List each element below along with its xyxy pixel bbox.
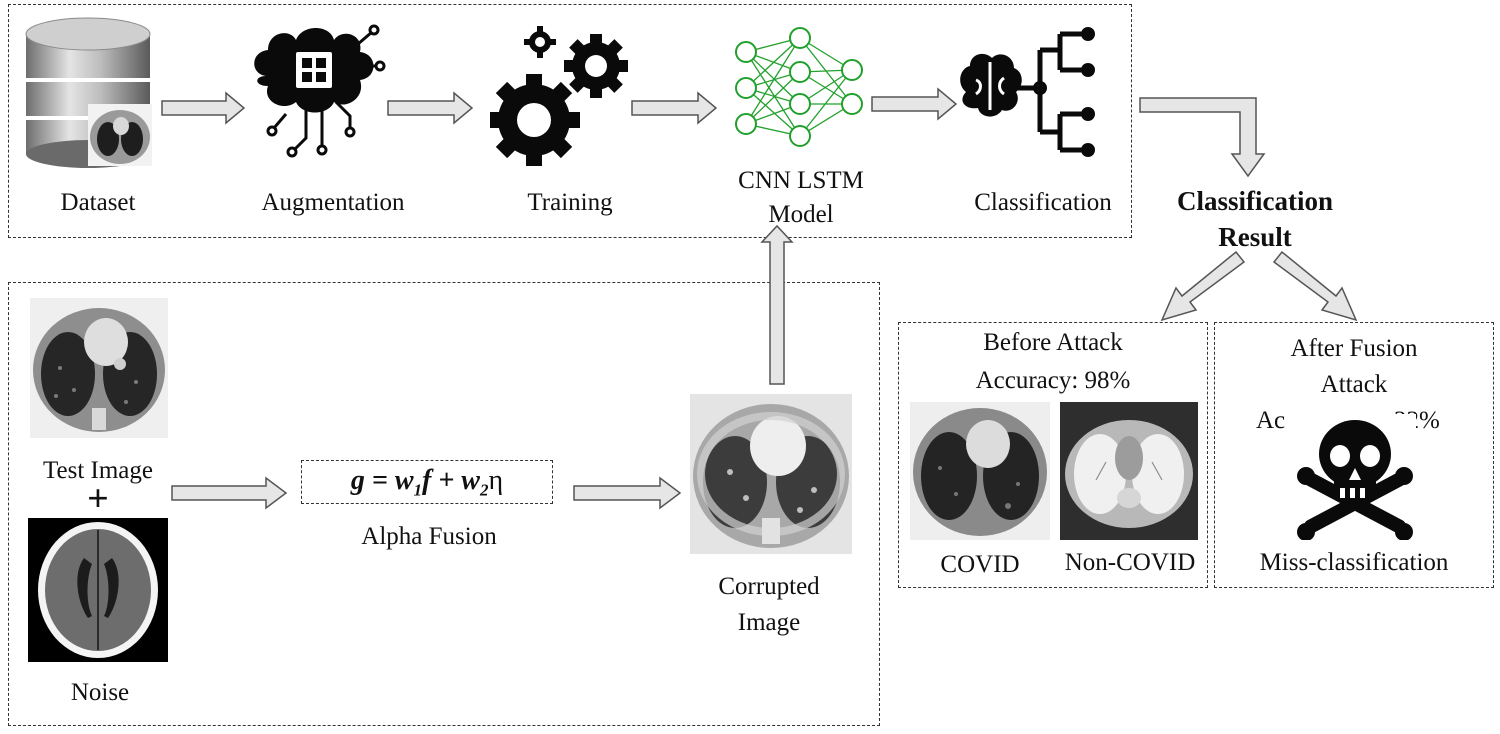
formula-w2-subscript: 2: [479, 480, 489, 500]
neural-network-icon: [735, 27, 863, 147]
formula-eta: η: [488, 465, 504, 496]
gears-icon: [490, 26, 628, 166]
test-image: [30, 298, 168, 438]
model-label-line1: CNN LSTM: [738, 167, 864, 194]
arrow-test-image-to-fusion: [171, 476, 288, 510]
after-attack-title-line1: After Fusion: [1290, 335, 1418, 362]
arrow-training-to-model: [631, 91, 718, 125]
model-label-line2: Model: [768, 201, 834, 228]
classification-result-title-line2: Result: [1218, 222, 1292, 252]
arrow-model-to-classification: [871, 87, 958, 121]
augmentation-label: Augmentation: [261, 189, 405, 216]
after-attack-title-line2: Attack: [1320, 371, 1388, 398]
non-covid-ct-image: [1060, 402, 1198, 540]
arrow-corrupted-to-model: [760, 224, 794, 385]
arrow-augmentation-to-training: [387, 91, 474, 125]
arrow-dataset-to-augmentation: [161, 91, 246, 125]
training-pipeline-box: [8, 4, 1132, 238]
training-label: Training: [527, 189, 613, 216]
before-attack-accuracy: Accuracy: 98%: [975, 367, 1131, 394]
arrow-result-to-before-attack: [1160, 250, 1246, 322]
arrow-classification-to-result: [1139, 97, 1266, 178]
before-attack-title: Before Attack: [983, 329, 1123, 356]
skull-crossbones-icon: [1294, 414, 1416, 540]
before-attack-box: [898, 322, 1208, 588]
corrupted-label-line1: Corrupted: [718, 573, 820, 600]
after-attack-box: [1214, 322, 1494, 588]
formula-w1: w: [394, 465, 414, 496]
dataset-label: Dataset: [60, 189, 136, 216]
noise-image: [28, 518, 168, 662]
test-image-label: Test Image: [42, 457, 153, 484]
classification-result-title: Classification: [1176, 186, 1333, 216]
brain-circuit-icon: [254, 24, 386, 158]
formula-f: f: [422, 465, 432, 496]
formula-w2: w: [461, 465, 480, 496]
covid-label: COVID: [940, 551, 1020, 578]
plus-sign: +: [87, 478, 109, 520]
corrupted-label-line2: Image: [737, 609, 801, 636]
classification-label: Classification: [974, 189, 1112, 216]
corrupted-image: [690, 394, 852, 554]
noise-label: Noise: [70, 679, 130, 706]
miss-classification-label: Miss-classification: [1259, 549, 1449, 576]
attack-pipeline-box: [8, 282, 880, 726]
dataset-ct-thumbnail: [88, 104, 152, 166]
formula-g: g: [350, 465, 365, 496]
alpha-fusion-label: Alpha Fusion: [361, 523, 497, 550]
arrow-fusion-to-corrupted: [573, 476, 682, 510]
arrow-result-to-after-attack: [1272, 250, 1358, 322]
after-attack-accuracy-prefix: Ac: [1256, 407, 1286, 434]
brain-tree-icon: [960, 27, 1095, 157]
covid-ct-image: [910, 402, 1050, 540]
non-covid-label: Non-COVID: [1064, 549, 1196, 576]
alpha-fusion-formula: g = w1f + w2η: [301, 460, 553, 504]
formula-w1-subscript: 1: [413, 480, 423, 500]
